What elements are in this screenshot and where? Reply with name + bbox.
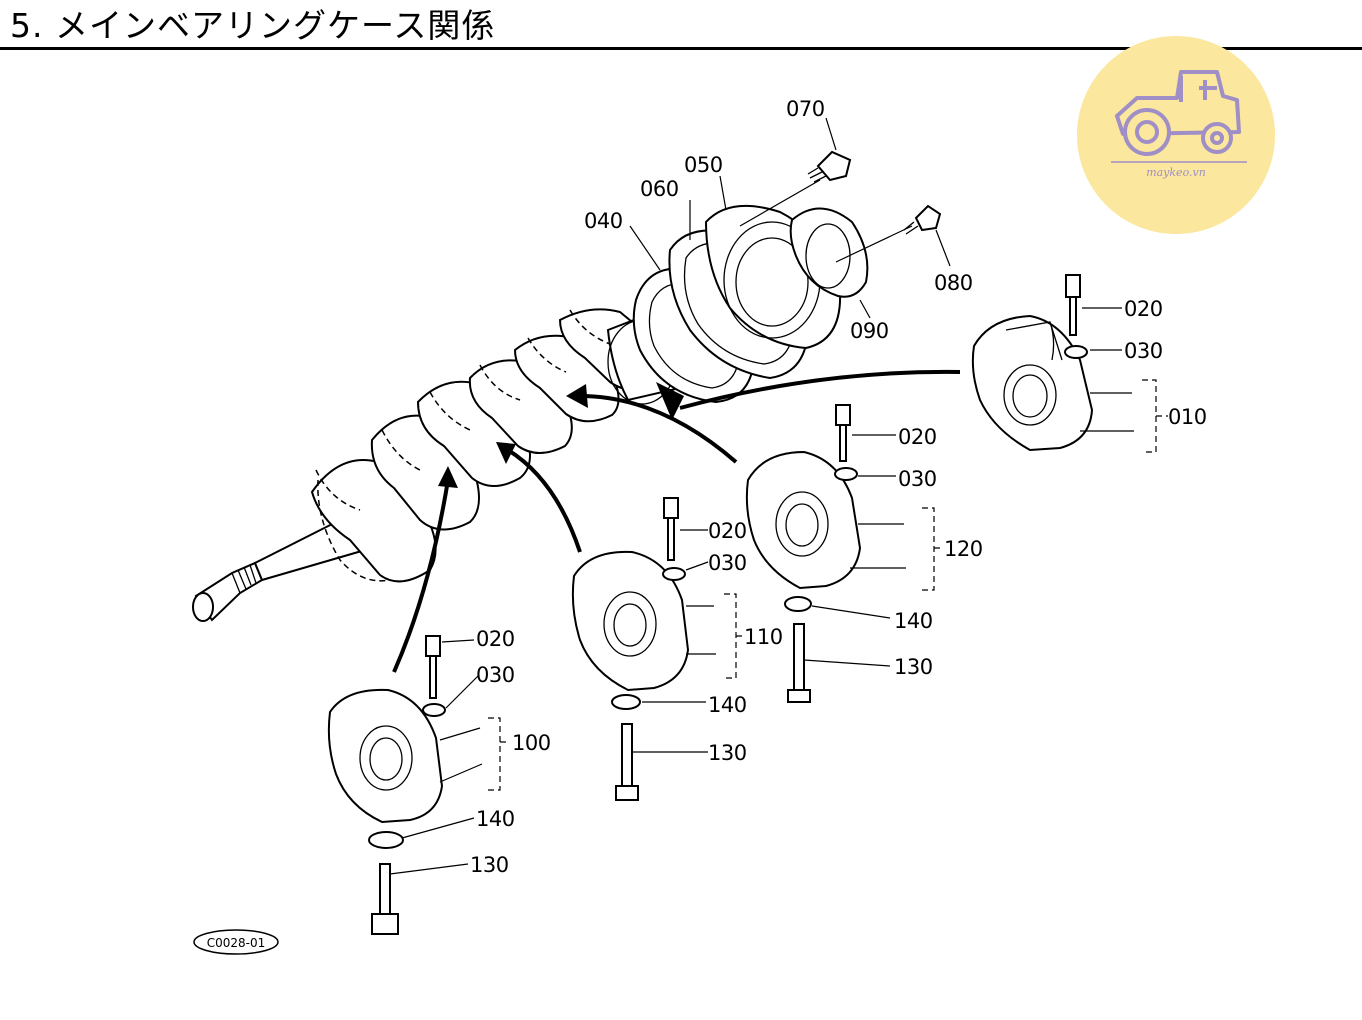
part-labels: 070 050 060 040 080 090 020 030 010 020 …	[470, 97, 1207, 877]
label-030-b: 030	[898, 467, 937, 491]
label-020-b: 020	[898, 425, 937, 449]
bolt-020-b	[835, 404, 851, 462]
label-120: 120	[944, 537, 983, 561]
washer-030-a	[1064, 345, 1088, 359]
label-020-a: 020	[1124, 297, 1163, 321]
bearing-case-120	[745, 450, 862, 590]
label-030-c: 030	[708, 551, 747, 575]
washer-140-a	[368, 831, 404, 849]
rear-seal-assembly	[632, 204, 869, 404]
label-060: 060	[640, 177, 679, 201]
label-130-c: 130	[894, 655, 933, 679]
label-030-a: 030	[1124, 339, 1163, 363]
washer-030-c	[662, 567, 686, 581]
bearing-case-100	[327, 688, 444, 824]
assembly-arrows	[392, 369, 961, 673]
title-divider	[0, 47, 1362, 50]
bolt-020-a	[1065, 274, 1081, 336]
logo-text: maykeo.vn	[1146, 166, 1206, 179]
label-080: 080	[934, 271, 973, 295]
label-140-b: 140	[708, 693, 747, 717]
watermark-logo: maykeo.vn	[1077, 36, 1275, 234]
tractor-icon	[1111, 70, 1247, 163]
label-070: 070	[786, 97, 825, 121]
label-130-b: 130	[708, 741, 747, 765]
bearing-case-110	[571, 550, 690, 692]
label-090: 090	[850, 319, 889, 343]
washer-030-b	[834, 467, 858, 481]
bolt-070	[807, 150, 852, 183]
bolt-130-b	[615, 723, 639, 801]
label-140-a: 140	[476, 807, 515, 831]
bolt-130-c	[787, 623, 811, 703]
label-010: 010	[1168, 405, 1207, 429]
bolt-020-c	[663, 497, 679, 561]
label-130-a: 130	[470, 853, 509, 877]
label-100: 100	[512, 731, 551, 755]
bolt-130-a	[371, 863, 399, 935]
label-020-d: 020	[476, 627, 515, 651]
washer-140-b	[611, 694, 641, 710]
bolt-020-d	[425, 635, 441, 699]
label-050: 050	[684, 153, 723, 177]
label-140-c: 140	[894, 609, 933, 633]
label-110: 110	[744, 625, 783, 649]
bearing-case-010	[971, 314, 1094, 452]
label-030-d: 030	[476, 663, 515, 687]
washer-030-d	[422, 703, 446, 717]
crankshaft	[192, 308, 702, 622]
leader-lines	[389, 117, 1168, 875]
washer-140-c	[784, 596, 812, 612]
bolt-080	[903, 204, 942, 235]
label-020-c: 020	[708, 519, 747, 543]
label-040: 040	[584, 209, 623, 233]
page-title: 5. メインベアリングケース関係	[10, 6, 496, 45]
diagram-code-badge: C0028-01	[193, 929, 279, 955]
diagram-code: C0028-01	[207, 936, 266, 950]
